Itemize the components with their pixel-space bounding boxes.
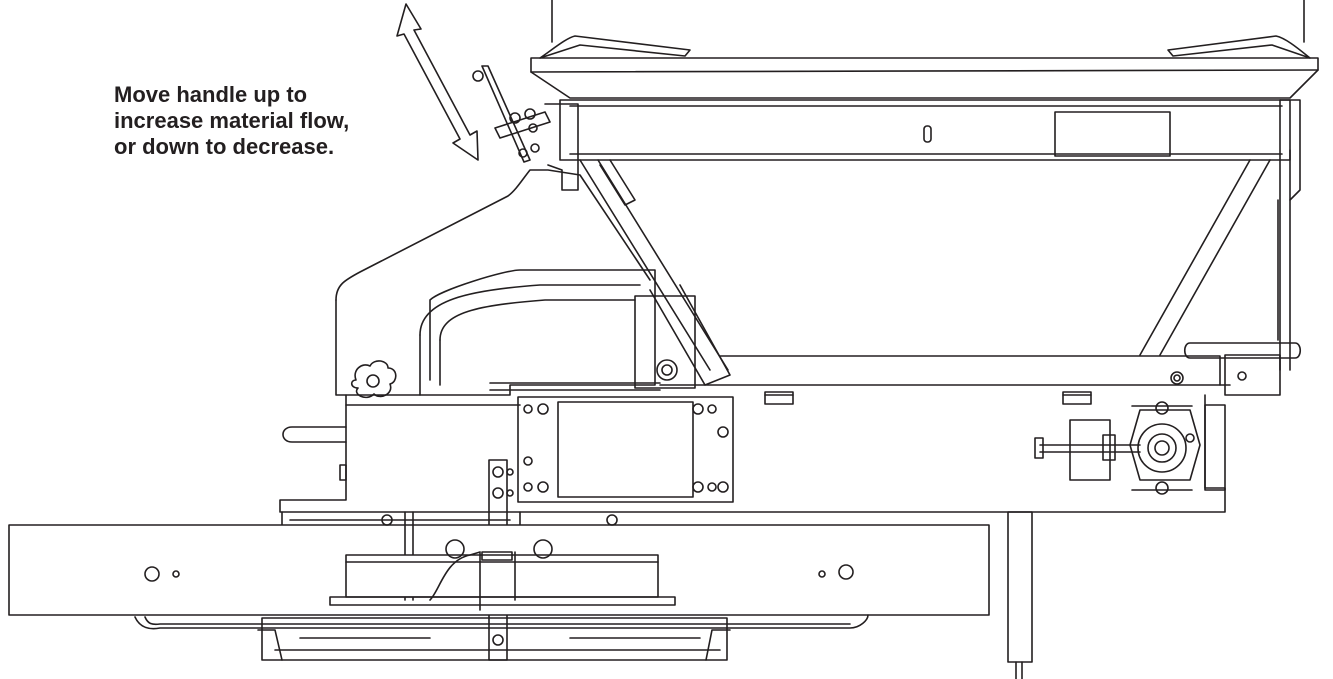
support-leg [1007, 511, 1033, 679]
side-grab-handle [282, 426, 347, 443]
callout-line-3: or down to decrease. [114, 134, 335, 159]
deflector-guard [134, 614, 869, 661]
adjust-knob-icon [350, 360, 397, 399]
callout-line-1: Move handle up to [114, 82, 308, 107]
rear-grab-bar [1183, 199, 1302, 396]
hopper-rim [530, 0, 1319, 99]
spinner-disc [329, 539, 676, 611]
frame-plate [279, 355, 1231, 531]
hopper-chute [599, 159, 731, 386]
gear-housing [335, 169, 696, 396]
bearing-assembly [1034, 401, 1226, 495]
double-headed-arrow-icon [396, 3, 479, 161]
callout-line-2: increase material flow, [114, 108, 350, 133]
hopper-body [559, 99, 1301, 371]
flow-adjust-callout: Move handle up to increase material flow… [114, 82, 444, 160]
adjustment-handle [472, 65, 579, 191]
motor-mount [517, 396, 734, 503]
